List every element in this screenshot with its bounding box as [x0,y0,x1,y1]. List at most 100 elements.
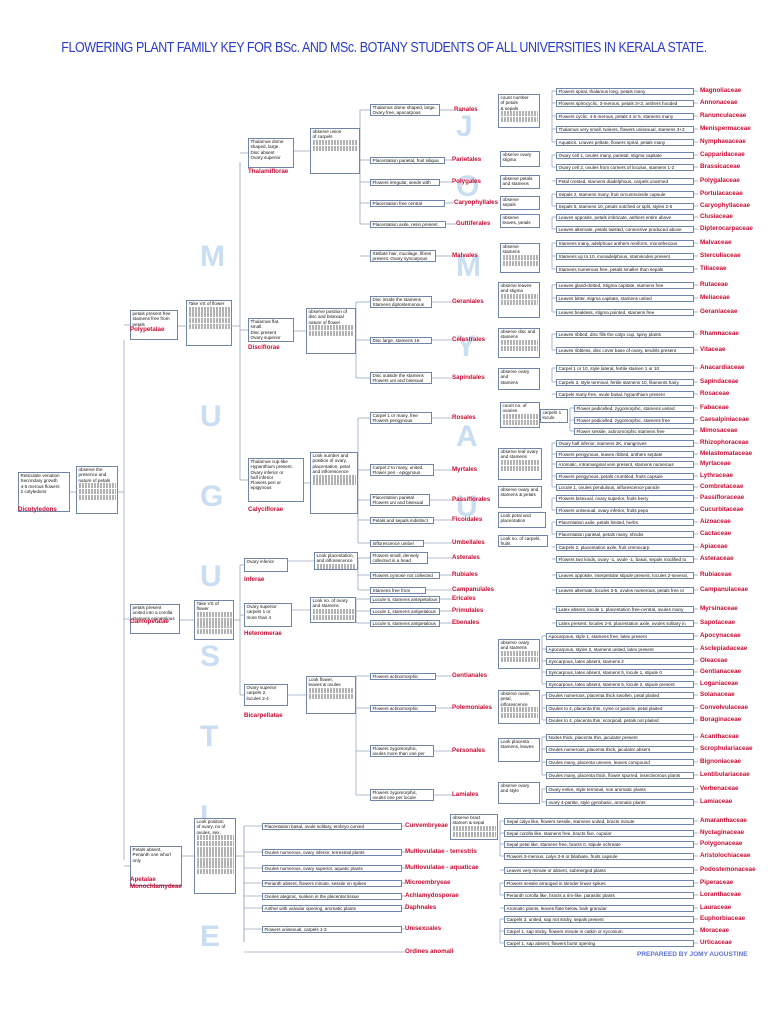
order-label-ficoidales: Ficoidales [452,516,483,523]
family-character-box: Thalamus very small, twiners, flowers un… [556,125,694,133]
box-text: Flowers small, densely collected in a he… [372,553,419,564]
box-text: Sepals 5, stamens 10, petals notched or … [558,203,673,209]
box-text: Placentation basal, ovule solitary, embr… [264,823,365,829]
series-label-hete: Heteromerae [244,630,282,637]
family-name: Meliaceae [700,294,730,301]
box-line: 4-5 merous flowers [20,483,60,489]
order-label-rosales: Rosales [452,414,476,421]
malayalam-text [500,117,538,123]
family-character-box: Leaves very minute or absent, submerged … [504,866,694,874]
box-text: Aquatics. Leaves peltate, flowers spiral… [558,139,666,145]
box-line: observe ovary and [500,487,539,492]
box-text: Carpel 1 or many, free Flowers perigynou… [372,413,418,424]
box-text: Ovary half inferior, stamens 2K, mangrov… [558,440,647,446]
family-character-box: Flowers cyclic, 4-5 merous, petals 4 or … [556,112,694,120]
box-line: of carpels [312,134,333,140]
box-line: observe [502,215,519,220]
family-character-box: Petal crested, stamens diadelphous, carp… [556,177,694,185]
box-line: and style [500,788,519,794]
malayalam-text [312,474,356,480]
box-line: and inflorescence [316,558,353,564]
order-label-rubiales: Rubiales [452,571,478,578]
order-label-sapindales: Sapindales [452,374,485,381]
box-text: Apocarpous, style 1, stamens free, latex… [548,633,647,639]
order-label-daphnales: Daphnales [405,904,437,911]
box-line: observe leaves [500,283,532,288]
box-line: Take VS of [196,601,219,606]
family-character-box: Leaves ribbed, disc fills the calyx cup,… [556,330,694,338]
box-line: half inferior [250,474,274,480]
watermark-u: U [456,490,478,523]
malayalam-text [308,325,354,331]
malayalam-text [312,614,354,620]
family-character-box: Ovary cell 2, ovules from corners of loc… [556,163,694,171]
malayalam-text [308,331,354,337]
malayalam-text [196,857,234,863]
family-character-box: Leaves alternate, locules 2-5, ovules nu… [556,586,694,594]
box-line: petals present free [132,311,171,316]
family-name: Vitaceae [700,346,726,353]
box-text: Flowers zygomorphic, ovules more than on… [372,746,425,757]
subclass-label-mono: Apetalae [130,876,156,883]
box-text: Petal crested, stamens diadelphous, carp… [558,178,669,184]
subclass-label-poly: Polypetalae [130,326,165,333]
order-label-celastrales: Celastrales [452,336,486,343]
order-label-myrtales: Myrtales [452,466,478,473]
author-credit: PREPAREED BY JOMY AUGUSTINE [637,951,748,958]
order-box-rubiales: Flowers cymose not collected in head [370,571,440,579]
box-text: Placentation parietal, fruit siliqua [372,157,439,163]
box-text: Placentation parietal, petals many, shru… [558,531,644,537]
order-label-malvales: Malvales [452,252,478,259]
box-text: Disc outside the stamens Flowers uni and… [372,373,424,384]
family-name: Apiaceae [700,543,728,550]
box-text: Sepals 2, stamens many, fruit circumscis… [558,191,666,197]
box-line: Petals absent, [132,847,162,852]
watermark-u2: U [200,400,222,433]
family-character-box: Aquatics. Leaves peltate, flowers spiral… [556,138,694,146]
box-text: Ovules many, placenta uneven, leaves com… [548,759,650,765]
watermark-y: Y [456,330,477,363]
box-line: Ovary superior [246,685,277,690]
order-label-primulales: Primulales [452,607,484,614]
family-character-box: Syncarpous, latex absent, stamens 5, loc… [546,668,694,676]
box-line: united into a corolla [132,610,173,616]
box-text: Carpels 3, style terminal, fertile stame… [558,379,679,385]
series-box-infe: Ovary inferior [244,558,288,572]
family-character-box: Flowers two kinds, ovary -1, ovule -1, b… [556,555,694,563]
order-box-sapindales: Disc outside the stamens Flowers uni and… [370,372,432,384]
box-text: Latex absent, locule 1, placentation fre… [558,606,684,612]
family-name: Piperaceae [700,879,734,886]
order-box-aquaticae: Ovules numerous, ovary superior, aquatic… [262,864,402,872]
malayalam-text [78,483,116,489]
malayalam-text [500,345,538,351]
family-character-box: Carpels 3, united, sap not sticky, sepal… [504,915,694,923]
order-box-personales: Flowers zygomorphic, ovules more than on… [370,745,434,757]
family-character-box: Nodes thick, placenta thin, jaculator pr… [546,733,694,741]
family-character-box: Latex present, locules 2-8, placentation… [556,619,694,627]
family-character-box: Apocarpous, style 1, stamens free, latex… [546,632,694,640]
box-line: stamens epipetalous [132,615,175,621]
box-line: locules 2-4 [246,695,269,701]
malayalam-text [502,255,538,261]
order-label-personales: Personales [452,747,486,754]
family-character-box: Leaves gland-dotted, Stigma capitate, st… [556,281,694,289]
order-key-ok_umbellales: Look no. of carpels, fruits [498,535,548,547]
malayalam-text [502,260,538,266]
order-box-campanulales: Stamens free from petals [370,586,426,594]
order-box-lamiales: Flowers zygomorphic, ovules one per locu… [370,789,434,801]
family-character-box: Flowers 3-merous, calyx 3-6 or bilabiate… [504,852,694,860]
box-line: and stamens [502,181,529,187]
box-text: Locule 5, stamens antipetalous [372,620,436,626]
malayalam-text [500,111,538,117]
box-line: and stigma [500,288,523,294]
box-line: locule marginal [542,415,561,422]
box-text: Carpels 3, united, sap not sticky, sepal… [506,916,604,922]
box-line: Look flower, [308,677,334,682]
malayalam-text [452,826,496,832]
box-line: carpels 1 [542,410,562,415]
